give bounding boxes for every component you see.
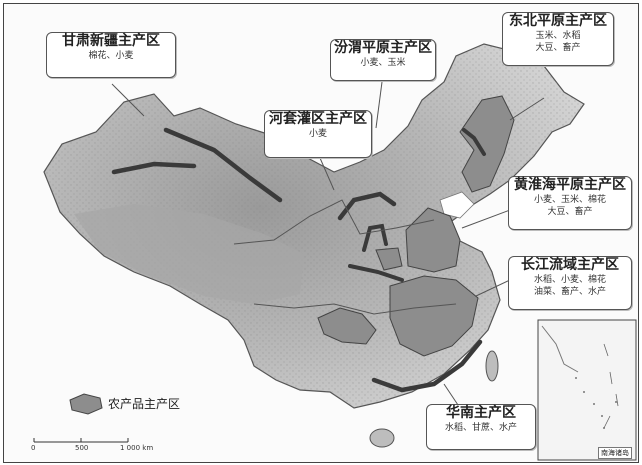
callout-huanghuaihai: 黄淮海平原主产区 小麦、玉米、棉花 大豆、畜产: [508, 176, 632, 230]
yellow-river: [233, 199, 435, 245]
region-crops: 油菜、畜产、水产: [533, 287, 606, 297]
leader-huanghuaihai: [461, 209, 511, 229]
callout-gansu-xinjiang: 甘肃新疆主产区 棉花、小麦: [46, 32, 176, 78]
region-crops: 棉花、小麦: [88, 51, 134, 61]
area-northeast: [459, 95, 515, 193]
callout-fenwei: 汾渭平原主产区 小麦、玉米: [330, 39, 436, 81]
region-title: 黄淮海平原主产区: [514, 177, 626, 193]
region-title: 汾渭平原主产区: [334, 40, 432, 56]
bohai-sea: [439, 191, 475, 219]
region-title: 河套灌区主产区: [269, 111, 367, 127]
scale-tick-label: 1 000 km: [120, 444, 154, 452]
region-crops: 小麦、玉米: [360, 58, 406, 68]
scale-tick-label: 500: [75, 444, 89, 452]
area-huanghuaihai: [405, 207, 461, 273]
legend-swatch: [69, 393, 103, 415]
region-title: 甘肃新疆主产区: [62, 33, 160, 49]
region-title: 长江流域主产区: [521, 257, 619, 273]
tibet-plateau: [74, 204, 304, 304]
belt-fenwei: [362, 223, 388, 252]
yangtze-river: [253, 303, 457, 315]
callout-yangtze: 长江流域主产区 水稻、小麦、棉花 油菜、畜产、水产: [508, 256, 632, 310]
belt-gansu-xinjiang-north: [111, 161, 197, 175]
region-title: 东北平原主产区: [509, 13, 607, 29]
callout-hetao: 河套灌区主产区 小麦: [264, 110, 372, 158]
inset-label: 南海诸岛: [598, 447, 632, 459]
region-crops: 小麦、玉米、棉花: [533, 195, 606, 205]
hainan-island: [369, 428, 395, 448]
taiwan-island: [485, 350, 499, 382]
south-sea-inset: [537, 319, 637, 461]
area-fenwei: [375, 247, 403, 271]
leader-northeast: [509, 97, 545, 121]
belt-hexi-corridor: [163, 127, 283, 203]
leader-fenwei: [375, 81, 383, 129]
callout-northeast: 东北平原主产区 玉米、水稻 大豆、畜产: [502, 12, 614, 66]
region-crops: 大豆、畜产: [547, 207, 593, 217]
leader-gansu: [111, 83, 145, 117]
region-crops: 大豆、畜产: [535, 43, 581, 53]
region-crops: 水稻、甘蔗、水产: [444, 423, 517, 433]
region-title: 华南主产区: [446, 405, 516, 421]
leader-hetao: [319, 157, 335, 191]
region-crops: 玉米、水稻: [535, 31, 581, 41]
region-crops: 水稻、小麦、棉花: [533, 275, 606, 285]
area-yangtze-west: [317, 307, 377, 345]
china-map: [33, 43, 637, 461]
legend-label: 农产品主产区: [108, 397, 181, 411]
scale-tick-label: 0: [31, 444, 36, 452]
callout-south-china: 华南主产区 水稻、甘蔗、水产: [426, 404, 536, 450]
region-crops: 小麦: [308, 129, 327, 139]
scale-bar: [33, 438, 129, 443]
area-yangtze-east: [389, 275, 479, 357]
belt-south-coast: [371, 339, 483, 393]
belt-yangtze-upper: [348, 264, 404, 282]
map-frame: 甘肃新疆主产区 棉花、小麦 汾渭平原主产区 小麦、玉米 河套灌区主产区 小麦 东…: [3, 3, 639, 463]
belt-northeast-west: [462, 128, 486, 156]
leader-yangtze: [475, 279, 511, 297]
